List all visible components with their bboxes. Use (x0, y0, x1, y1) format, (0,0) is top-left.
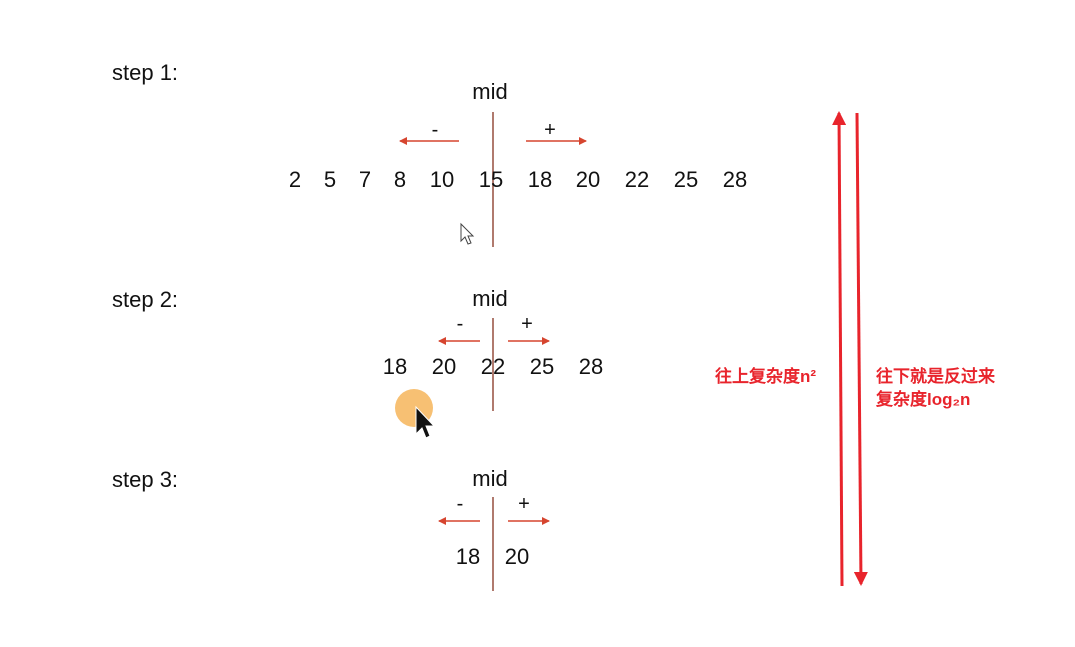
complexity-down-text-line1: 往下就是反过来 (876, 367, 995, 386)
step2-plus-sign: + (521, 313, 533, 335)
step2-number: 25 (529, 354, 555, 379)
complexity-down-text-line2: 复杂度log₂n (876, 390, 971, 409)
step1-number: 10 (429, 167, 455, 192)
step1-number: 25 (673, 167, 699, 192)
complexity-up-annotation: 往上复杂度n² (715, 365, 816, 388)
step1-minus-sign: - (431, 119, 439, 141)
step2-number: 22 (480, 354, 506, 379)
step3-number: 20 (504, 544, 530, 569)
step1-number: 22 (624, 167, 650, 192)
complexity-down-annotation: 往下就是反过来 复杂度log₂n (876, 365, 995, 411)
step1-number: 28 (722, 167, 748, 192)
step1-mid-label: mid (472, 79, 508, 104)
step1-number: 7 (358, 167, 372, 192)
step2-number: 18 (382, 354, 408, 379)
complexity-up-text: 往上复杂度n² (715, 367, 817, 386)
down-arrow (853, 112, 868, 586)
step1-number: 2 (288, 167, 302, 192)
step2-number: 28 (578, 354, 604, 379)
step3-number: 18 (455, 544, 481, 569)
step2-number: 20 (431, 354, 457, 379)
step2-label: step 2: (112, 287, 179, 312)
step1-label: step 1: (112, 60, 179, 85)
step2-minus-sign: - (456, 313, 464, 335)
step1-number: 20 (575, 167, 601, 192)
up-arrow (832, 111, 847, 587)
step1-plus-sign: + (544, 119, 556, 141)
step3-label: step 3: (112, 467, 179, 492)
step1-number: 8 (393, 167, 407, 192)
pointer-outline-icon (460, 222, 475, 245)
step1-number: 5 (323, 167, 337, 192)
step3-minus-sign: - (456, 493, 464, 515)
step1-number: 18 (527, 167, 553, 192)
mouse-pointer-icon (415, 405, 436, 439)
step1-number: 15 (478, 167, 504, 192)
step2-mid-label: mid (472, 286, 508, 311)
step3-plus-sign: + (518, 493, 530, 515)
step3-mid-label: mid (472, 466, 508, 491)
